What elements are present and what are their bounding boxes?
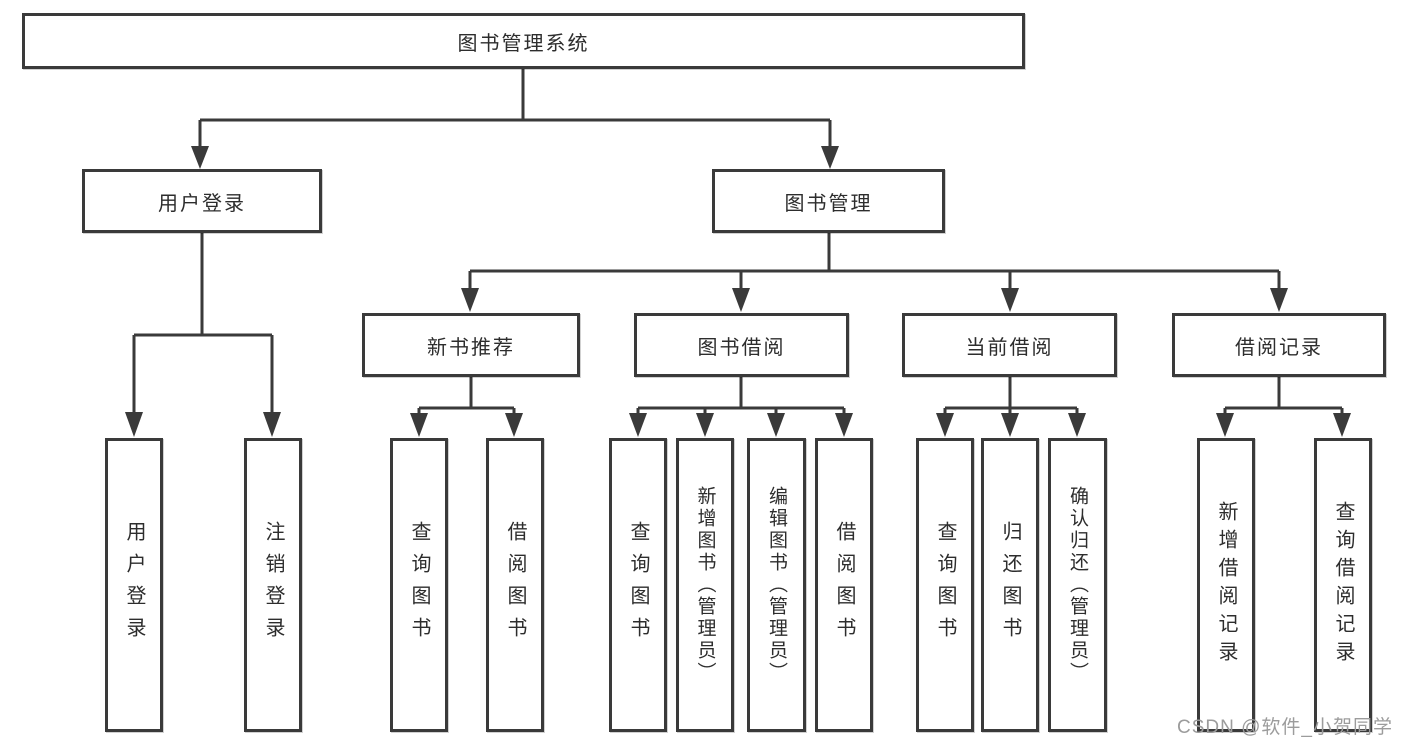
leaf-current-query-book: 查询图书: [916, 438, 974, 732]
leaf-rec-query-book: 查询图书: [390, 438, 448, 732]
node-book-management: 图书管理: [712, 169, 945, 233]
connector-root-to-level2: [191, 69, 839, 169]
node-new-book-recommendation-label: 新书推荐: [427, 336, 515, 359]
node-borrowing-records-label: 借阅记录: [1235, 336, 1323, 359]
node-user-login-label: 用户登录: [158, 192, 246, 215]
leaf-user-login: 用户登录: [105, 438, 163, 732]
connector-book-mgmt-children: [461, 233, 1288, 312]
leaf-confirm-return-admin: 确认归还（管理员）: [1048, 438, 1107, 732]
leaf-logout: 注销登录: [244, 438, 302, 732]
leaf-borrow-query-book: 查询图书: [609, 438, 667, 732]
leaf-rec-borrow-book: 借阅图书: [486, 438, 544, 732]
node-root-library-system: 图书管理系统: [22, 13, 1025, 69]
csdn-watermark: CSDN @软件_小贺同学: [1177, 717, 1393, 738]
node-new-book-recommendation: 新书推荐: [362, 313, 580, 377]
connector-user-login-children: [125, 233, 281, 437]
node-current-borrowing: 当前借阅: [902, 313, 1117, 377]
leaf-query-borrow-record: 查询借阅记录: [1314, 438, 1372, 732]
node-root-label: 图书管理系统: [457, 32, 590, 55]
connector-new-book-rec-children: [410, 377, 523, 437]
connector-borrow-records-children: [1216, 377, 1351, 437]
leaf-add-borrow-record: 新增借阅记录: [1197, 438, 1255, 732]
node-user-login: 用户登录: [82, 169, 322, 233]
node-current-borrowing-label: 当前借阅: [965, 336, 1054, 359]
leaf-edit-book-admin: 编辑图书（管理员）: [747, 438, 806, 732]
node-book-management-label: 图书管理: [784, 192, 873, 215]
node-book-borrowing: 图书借阅: [634, 313, 849, 377]
node-borrowing-records: 借阅记录: [1172, 313, 1386, 377]
leaf-borrow-book: 借阅图书: [815, 438, 873, 732]
connector-current-borrow-children: [936, 377, 1086, 437]
node-book-borrowing-label: 图书借阅: [697, 336, 786, 359]
leaf-return-book: 归还图书: [981, 438, 1039, 732]
leaf-add-book-admin: 新增图书（管理员）: [676, 438, 734, 732]
connector-book-borrow-children: [629, 377, 853, 437]
